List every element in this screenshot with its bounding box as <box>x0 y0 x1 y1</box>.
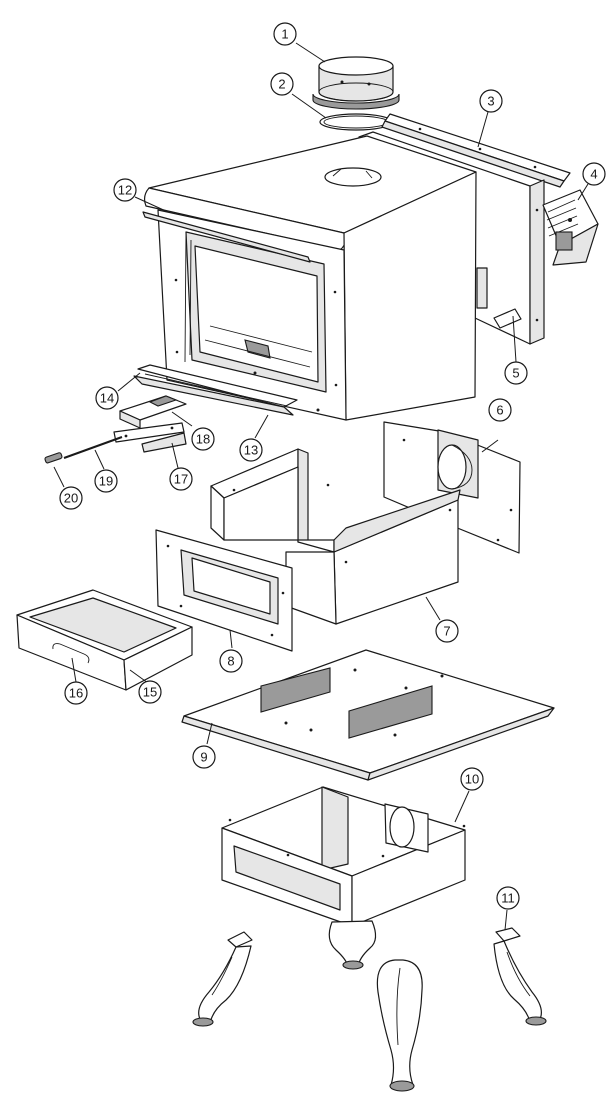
svg-text:17: 17 <box>174 472 188 487</box>
ash-drawer <box>16 589 193 691</box>
svg-text:5: 5 <box>512 366 519 381</box>
svg-text:2: 2 <box>278 77 285 92</box>
leg-rear <box>328 920 377 970</box>
blower <box>542 189 599 266</box>
top-trim-bar <box>142 211 311 263</box>
svg-text:10: 10 <box>465 772 479 787</box>
callout-4: 4 <box>582 162 606 186</box>
svg-text:18: 18 <box>196 432 210 447</box>
pedestal-rear-panel <box>383 421 521 554</box>
svg-text:9: 9 <box>200 750 207 765</box>
control-rod <box>44 436 123 464</box>
callout-11: 11 <box>496 886 520 910</box>
callout-12: 12 <box>113 178 137 202</box>
callout-15: 15 <box>138 680 162 704</box>
svg-text:1: 1 <box>281 27 288 42</box>
svg-text:7: 7 <box>443 624 450 639</box>
pedestal-front-trim <box>155 529 293 652</box>
svg-text:13: 13 <box>244 443 258 458</box>
svg-text:14: 14 <box>100 391 114 406</box>
callout-6: 6 <box>488 398 512 422</box>
leg-right <box>493 927 547 1026</box>
callout-2: 2 <box>270 72 294 96</box>
rear-top-panel <box>381 113 571 188</box>
base-box <box>221 786 466 927</box>
ash-lip <box>133 364 298 416</box>
stove-body <box>143 135 477 421</box>
callout-18: 18 <box>191 427 215 451</box>
callout-13: 13 <box>239 438 263 462</box>
collar-gasket <box>319 113 393 131</box>
leg-front <box>376 959 423 1092</box>
callout-17: 17 <box>169 467 193 491</box>
svg-text:11: 11 <box>501 891 515 906</box>
callout-1: 1 <box>273 22 297 46</box>
svg-text:20: 20 <box>64 491 78 506</box>
callout-9: 9 <box>192 745 216 769</box>
leg-left <box>192 931 253 1027</box>
flue-collar <box>312 56 400 110</box>
svg-text:15: 15 <box>143 685 157 700</box>
svg-text:16: 16 <box>69 686 83 701</box>
callout-5: 5 <box>504 361 528 385</box>
svg-text:4: 4 <box>590 167 597 182</box>
svg-text:8: 8 <box>227 654 234 669</box>
callout-14: 14 <box>95 386 119 410</box>
slide-bracket <box>119 395 187 429</box>
callout-19: 19 <box>94 469 118 493</box>
svg-text:19: 19 <box>99 474 113 489</box>
callout-8: 8 <box>219 649 243 673</box>
leader-lines <box>53 42 589 931</box>
air-slide <box>113 422 187 453</box>
callout-16: 16 <box>64 681 88 705</box>
pedestal-box <box>210 448 461 625</box>
svg-text:3: 3 <box>487 94 494 109</box>
callout-20: 20 <box>59 486 83 510</box>
callout-10: 10 <box>460 767 484 791</box>
callout-7: 7 <box>435 619 459 643</box>
floor-plate <box>181 649 555 781</box>
svg-text:6: 6 <box>496 403 503 418</box>
callout-3: 3 <box>479 89 503 113</box>
svg-text:12: 12 <box>118 183 132 198</box>
